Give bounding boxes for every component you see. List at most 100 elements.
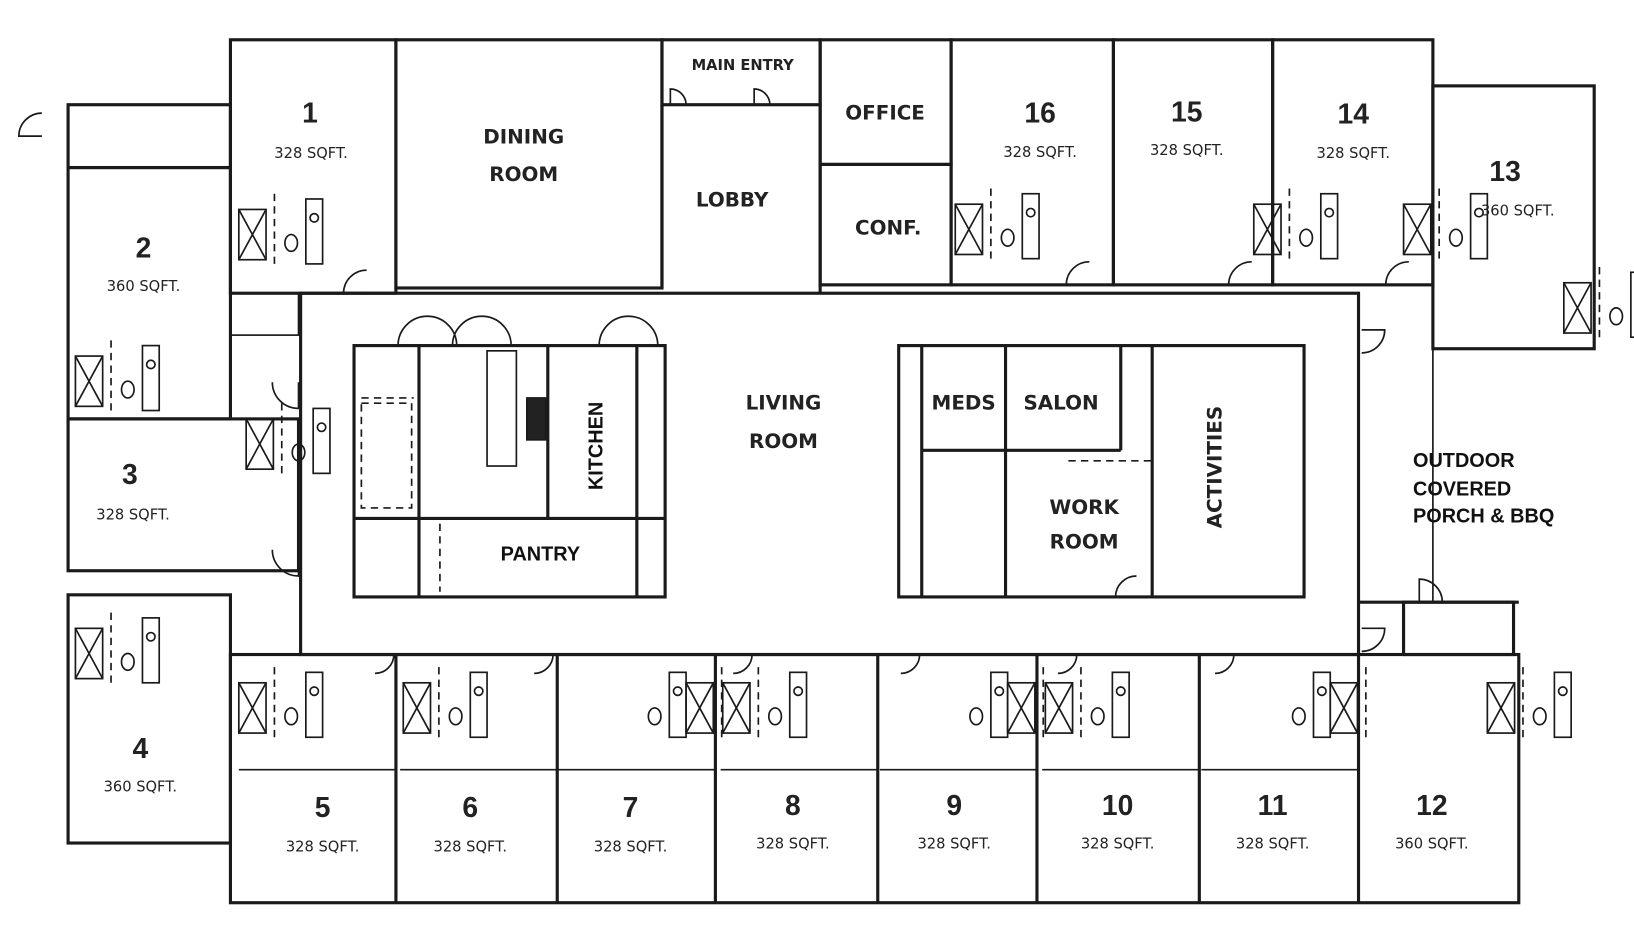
room-14-walls <box>1271 38 1435 287</box>
shower-icon <box>1486 681 1516 734</box>
sink-counter-icon <box>1021 192 1040 260</box>
sink-icon <box>672 686 683 697</box>
space-labels: MAIN ENTRY DINING ROOM LOBBY OFFICE CONF… <box>483 57 1554 565</box>
shower-icon <box>1006 682 1036 734</box>
living-room-label-line1: LIVING <box>746 391 822 414</box>
room-2-number: 2 <box>136 232 152 264</box>
toilet-icon <box>291 443 306 462</box>
room-6-number: 6 <box>462 791 478 823</box>
room-1-walls <box>228 38 398 295</box>
sink-icon <box>309 212 320 223</box>
shower-icon <box>402 682 432 734</box>
shower-icon <box>954 203 984 256</box>
shower-icon <box>237 681 267 734</box>
sink-counter-icon <box>1319 192 1339 260</box>
door-swing-icon <box>271 382 300 410</box>
toilet-icon <box>448 707 463 726</box>
door-swing-icon <box>753 88 771 105</box>
pantry-label: PANTRY <box>501 543 581 565</box>
toilet-icon <box>1299 228 1314 247</box>
room-5-area: 328 SQFT. <box>286 838 360 855</box>
room-3-walls <box>66 417 301 573</box>
room-8-area: 328 SQFT. <box>756 835 830 852</box>
door-swing-icon <box>1361 329 1386 354</box>
activities-label: ACTIVITIES <box>1203 406 1226 529</box>
salon-label: SALON <box>1023 391 1098 414</box>
door-swing-icon <box>1361 627 1386 653</box>
toilet-icon <box>1291 707 1306 726</box>
toilet-icon <box>1609 307 1624 326</box>
door-swing-icon <box>271 549 300 577</box>
shower-icon <box>1562 281 1592 334</box>
door-swing-icon <box>733 653 753 675</box>
shower-icon <box>74 627 104 680</box>
door-swing-icon <box>1227 260 1252 286</box>
door-swing-icon <box>374 653 395 675</box>
door-swing-icon <box>1214 653 1235 675</box>
door-swing-icon <box>900 653 921 675</box>
sink-counter-icon <box>668 671 687 739</box>
toilet-icon <box>1448 228 1464 247</box>
door-swing-icon <box>669 88 687 105</box>
shower-icon <box>74 627 104 680</box>
storage-closet-walls <box>1401 600 1516 657</box>
sink-icon <box>1473 207 1485 218</box>
toilet-icon <box>1090 707 1105 726</box>
shower-icon <box>238 682 267 734</box>
conf-label: CONF. <box>855 217 921 240</box>
room-13-number: 13 <box>1489 155 1520 187</box>
bottom-wing-walls <box>228 652 1521 905</box>
door-swing-icon <box>1418 578 1444 603</box>
fpe-riser-walls <box>66 103 233 170</box>
sink-icon <box>793 686 804 697</box>
door-swing-icon <box>451 315 512 347</box>
sink-counter-icon <box>1312 671 1332 739</box>
room-12-area: 360 SQFT. <box>1395 835 1469 852</box>
lobby-label: LOBBY <box>696 188 769 211</box>
meds-label: MEDS <box>932 391 996 414</box>
room-10-area: 328 SQFT. <box>1081 835 1155 852</box>
shower-icon <box>245 418 275 470</box>
sink-icon <box>1324 207 1335 218</box>
sink-counter-icon <box>788 671 808 739</box>
toilet-icon <box>284 233 299 253</box>
room-16-area: 328 SQFT. <box>1003 144 1077 161</box>
sink-counter-icon <box>141 617 161 684</box>
room-11-number: 11 <box>1258 789 1288 821</box>
sink-icon <box>1025 207 1036 218</box>
sink-counter-icon <box>469 671 488 739</box>
room-11-area: 328 SQFT. <box>1236 835 1310 852</box>
door-swing-icon <box>18 112 42 137</box>
door-swing-icon <box>1114 575 1137 598</box>
kitchen-block-walls <box>352 344 667 599</box>
living-room-label-line2: ROOM <box>749 430 818 453</box>
storage-walls <box>229 292 300 336</box>
toilet-icon <box>969 707 984 726</box>
shower-icon <box>1329 682 1359 734</box>
shower-icon <box>1252 203 1282 256</box>
shower-icon <box>685 682 715 734</box>
sink-counter-icon <box>312 407 331 475</box>
sink-counter-icon <box>305 671 324 739</box>
door-swing-icon <box>1057 653 1078 675</box>
bathroom-fixtures <box>74 188 1634 741</box>
outdoor-label-line2: COVERED <box>1413 478 1511 500</box>
sink-icon <box>1316 686 1327 697</box>
kitchen-label: KITCHEN <box>585 402 607 490</box>
sink-icon <box>1115 686 1126 697</box>
shower-icon <box>721 682 751 734</box>
room-14-number: 14 <box>1338 98 1370 130</box>
work-room-label-line1: WORK <box>1049 496 1119 519</box>
room-3-number: 3 <box>122 458 138 490</box>
sink-icon <box>309 686 320 697</box>
room-13-area: 360 SQFT. <box>1481 203 1555 220</box>
room-14-area: 328 SQFT. <box>1317 145 1391 162</box>
shower-icon <box>1486 682 1516 734</box>
outdoor-label-line1: OUTDOOR <box>1413 450 1515 472</box>
door-swing-icon <box>1384 260 1409 286</box>
room-15-area: 328 SQFT. <box>1150 142 1224 159</box>
room-10-number: 10 <box>1102 789 1133 821</box>
shower-icon <box>237 208 267 261</box>
door-swing-icon <box>598 315 659 347</box>
